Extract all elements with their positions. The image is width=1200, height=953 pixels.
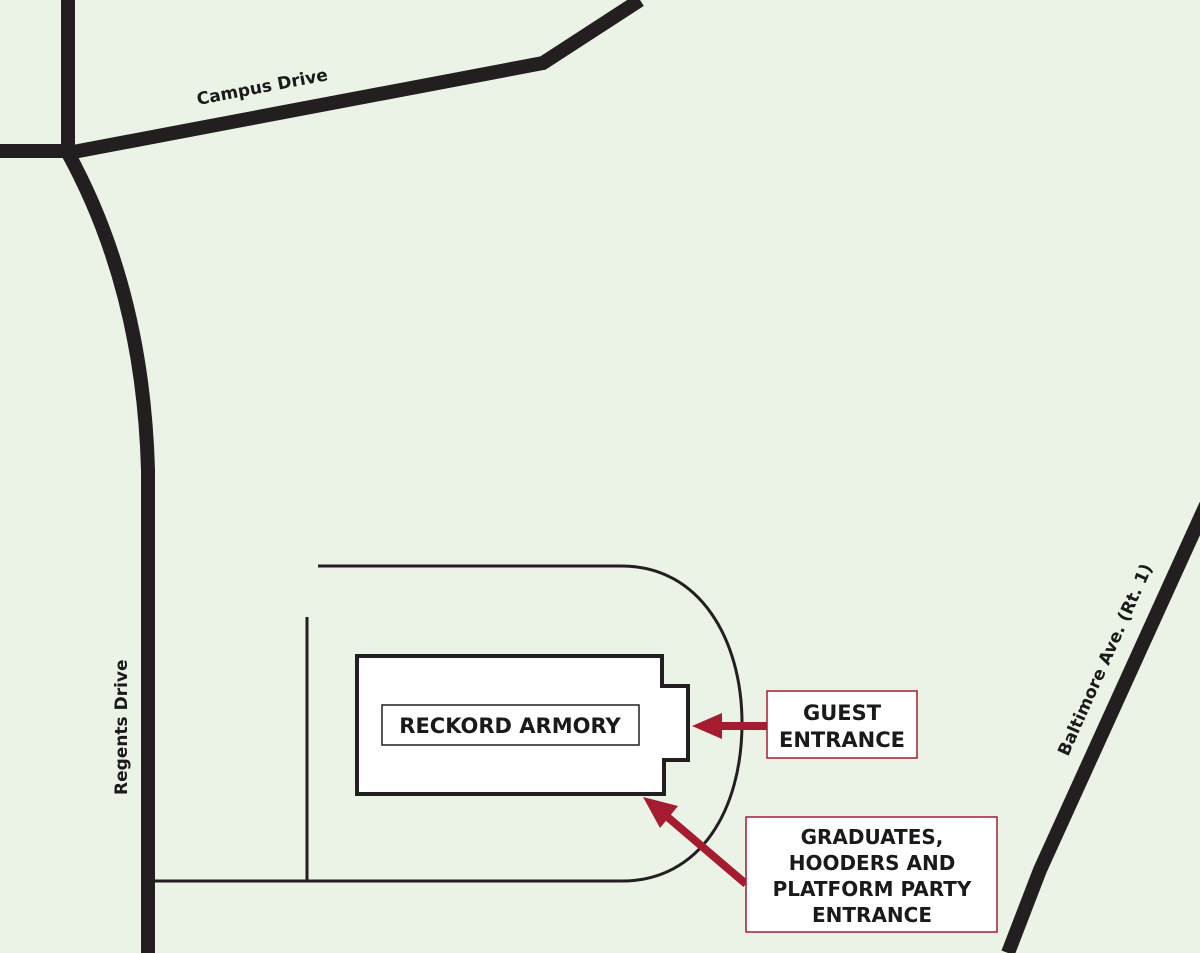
regents-drive-label: Regents Drive: [112, 659, 132, 795]
guest-callout-line: ENTRANCE: [779, 728, 905, 752]
graduates-entrance-callout[interactable]: GRADUATES, HOODERS AND PLATFORM PARTY EN…: [745, 816, 998, 933]
guest-callout-line: GUEST: [803, 701, 882, 725]
guest-entrance-arrow: [692, 713, 768, 739]
graduates-entrance-arrow: [643, 797, 749, 888]
road-campus-drive: [66, 0, 644, 160]
graduates-callout-line: GRADUATES,: [801, 825, 944, 849]
graduates-callout-line: HOODERS AND: [789, 851, 956, 875]
guest-entrance-callout[interactable]: GUEST ENTRANCE: [766, 690, 918, 759]
building-label: RECKORD ARMORY: [399, 714, 621, 738]
graduates-callout-line: ENTRANCE: [812, 903, 932, 927]
road-baltimore-ave: [1001, 502, 1200, 953]
road-regents-drive: [61, 149, 155, 953]
building-label-box: [381, 704, 640, 746]
graduates-callout-line: PLATFORM PARTY: [773, 877, 972, 901]
